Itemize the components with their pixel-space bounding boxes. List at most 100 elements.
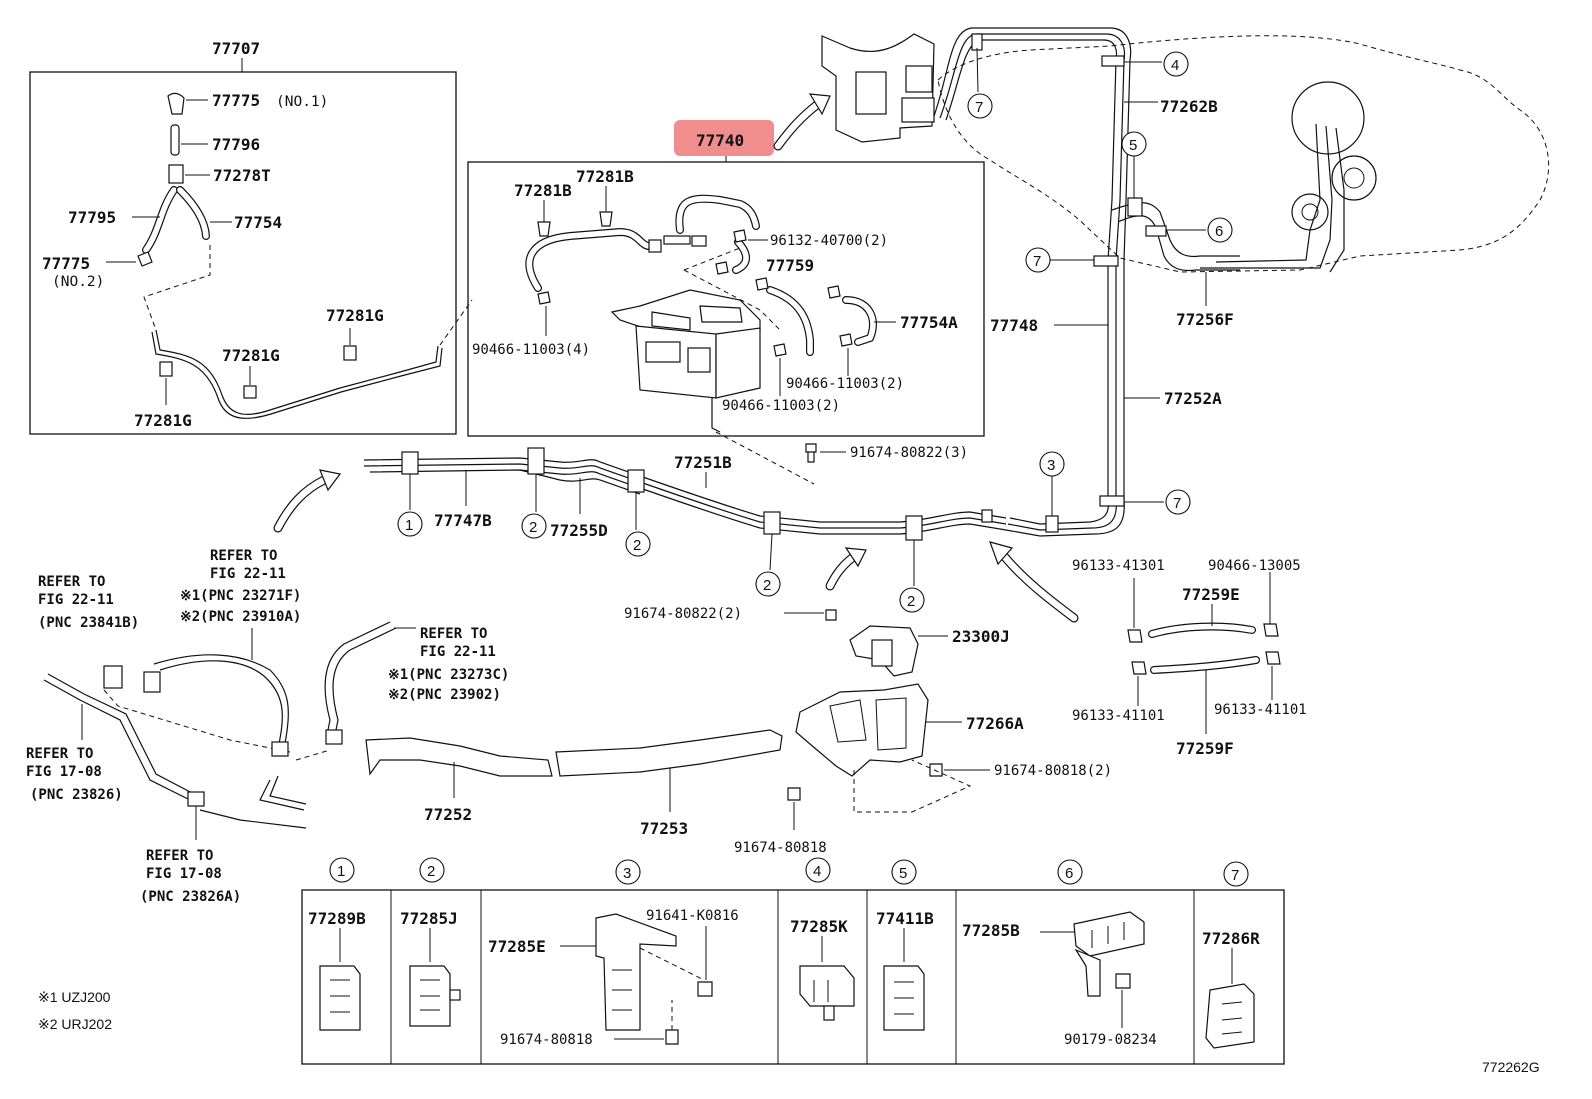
callout-2-a[interactable]: 2 — [529, 519, 537, 536]
legend-part-77289B[interactable]: 77289B — [308, 909, 366, 928]
bracket-77266A[interactable]: 77266A — [795, 683, 1024, 777]
callout-7-b[interactable]: 7 — [1033, 253, 1041, 270]
connector-ll-c — [271, 741, 289, 757]
label-77278T[interactable]: 77278T — [213, 166, 271, 185]
legend-part-77286R[interactable]: 77286R — [1202, 929, 1260, 948]
protector-77253[interactable]: 77253 — [555, 729, 783, 838]
label-77759[interactable]: 77759 — [766, 256, 814, 275]
label-77775-no2[interactable]: 77775 — [42, 254, 90, 273]
label-77253[interactable]: 77253 — [640, 819, 688, 838]
label-91674-80818[interactable]: 91674-80818 — [734, 840, 827, 856]
label-96133-41101-a[interactable]: 96133-41101 — [1072, 708, 1165, 724]
legend-extra-91674-80818[interactable]: 91674-80818 — [500, 1032, 593, 1048]
bolt-91674-80822-2[interactable] — [825, 609, 837, 621]
clip-96133-41101-b[interactable] — [1265, 651, 1281, 665]
label-77251B[interactable]: 77251B — [674, 453, 732, 472]
clip-96133-41301[interactable] — [1127, 629, 1143, 643]
callout-3[interactable]: 3 — [1047, 457, 1055, 474]
clamp-77281G-c[interactable] — [159, 361, 173, 377]
label-77252[interactable]: 77252 — [424, 805, 472, 824]
label-77707[interactable]: 77707 — [212, 39, 260, 58]
callout-4[interactable]: 4 — [1171, 57, 1179, 74]
clip-96133-41101-a[interactable] — [1131, 661, 1147, 675]
label-90466-11003-2a[interactable]: 90466-11003(2) — [786, 376, 904, 392]
clamp-77281G-a[interactable] — [343, 345, 357, 361]
label-77266A[interactable]: 77266A — [966, 714, 1024, 733]
vsv-23300J[interactable]: 23300J — [849, 625, 1010, 677]
assembly-box-77740: 77740 77281B 77281B — [467, 120, 985, 437]
label-77748[interactable]: 77748 — [990, 316, 1038, 335]
label-91674-80818-2[interactable]: 91674-80818(2) — [994, 763, 1112, 779]
label-77256F[interactable]: 77256F — [1176, 310, 1234, 329]
protector-77252[interactable]: 77252 — [365, 737, 553, 824]
label-77281B-a[interactable]: 77281B — [514, 181, 572, 200]
label-23300J[interactable]: 23300J — [952, 627, 1010, 646]
legend-part-77285E[interactable]: 77285E — [488, 937, 546, 956]
clip-c — [715, 261, 729, 275]
label-77281G-b[interactable]: 77281G — [222, 346, 280, 365]
legend-part-77285J[interactable]: 77285J — [400, 909, 458, 928]
bolt-91641-K0816 — [697, 981, 713, 997]
clamp-77281B-b[interactable] — [599, 211, 613, 227]
clip-90466-4[interactable] — [537, 291, 551, 305]
callout-1[interactable]: 1 — [405, 517, 413, 534]
callout-7-c[interactable]: 7 — [1173, 495, 1181, 512]
bolt-91674-80818-2[interactable] — [929, 763, 943, 777]
clip-96132[interactable] — [733, 229, 747, 243]
legend-extra-91641-K0816[interactable]: 91641-K0816 — [646, 908, 739, 924]
charcoal-canister[interactable] — [610, 289, 761, 433]
label-77775-no1[interactable]: 77775 — [212, 91, 260, 110]
bolt-91674-80822-3[interactable] — [805, 443, 817, 463]
legend-part-77285B[interactable]: 77285B — [962, 921, 1020, 940]
clip-90466-13005[interactable] — [1263, 623, 1279, 637]
callout-2-d[interactable]: 2 — [907, 593, 915, 610]
callout-7-a[interactable]: 7 — [975, 99, 983, 116]
label-77747B[interactable]: 77747B — [434, 511, 492, 530]
label-77262B[interactable]: 77262B — [1160, 97, 1218, 116]
label-91674-80822-3[interactable]: 91674-80822(3) — [850, 445, 968, 461]
label-90466-11003-4[interactable]: 90466-11003(4) — [472, 342, 590, 358]
label-77795[interactable]: 77795 — [68, 208, 116, 227]
ref4-line2[interactable]: FIG 17-08 — [26, 764, 102, 780]
label-77252A[interactable]: 77252A — [1164, 389, 1222, 408]
ref2-line4: ※2(PNC 23910A) — [180, 609, 301, 625]
label-77281B-b[interactable]: 77281B — [576, 167, 634, 186]
hose-77796[interactable] — [170, 124, 180, 156]
label-77259F[interactable]: 77259F — [1176, 739, 1234, 758]
callout-6[interactable]: 6 — [1215, 223, 1223, 240]
label-96132-40700[interactable]: 96132-40700(2) — [770, 233, 888, 249]
label-77259E[interactable]: 77259E — [1182, 585, 1240, 604]
legend-extra-90179-08234[interactable]: 90179-08234 — [1064, 1032, 1157, 1048]
label-91674-80822-2[interactable]: 91674-80822(2) — [624, 606, 742, 622]
ref1-line2[interactable]: FIG 22-11 — [38, 592, 114, 608]
connector-77278T[interactable] — [168, 164, 184, 184]
clamp-77281G-b[interactable] — [243, 385, 257, 399]
legend-part-77285K[interactable]: 77285K — [790, 917, 848, 936]
clamp-77281B-a[interactable] — [537, 221, 551, 237]
label-77754[interactable]: 77754 — [234, 213, 282, 232]
label-77281G-a[interactable]: 77281G — [326, 306, 384, 325]
legend-part-77411B[interactable]: 77411B — [876, 909, 934, 928]
label-77281G-c[interactable]: 77281G — [134, 411, 192, 430]
label-96133-41101-b[interactable]: 96133-41101 — [1214, 702, 1307, 718]
label-77754A[interactable]: 77754A — [900, 313, 958, 332]
label-96133-41301[interactable]: 96133-41301 — [1072, 558, 1165, 574]
bolt-91674-80818[interactable] — [787, 787, 801, 801]
fitting-a — [648, 239, 662, 253]
callout-5[interactable]: 5 — [1129, 137, 1137, 154]
label-90466-13005[interactable]: 90466-13005 — [1208, 558, 1301, 574]
fitting-77775-no1[interactable] — [167, 92, 185, 115]
hoses-77259: 96133-41301 90466-13005 77259E 96133-411… — [1072, 558, 1307, 758]
label-77740[interactable]: 77740 — [696, 131, 744, 150]
label-77796[interactable]: 77796 — [212, 135, 260, 154]
fuel-tank-outline — [937, 35, 1550, 273]
label-90466-11003-2b[interactable]: 90466-11003(2) — [722, 398, 840, 414]
ref5-line2[interactable]: FIG 17-08 — [146, 866, 222, 882]
fitting-77775-no2[interactable] — [137, 251, 153, 267]
label-77775-no2-note: (NO.2) — [52, 274, 104, 290]
ref2-line2[interactable]: FIG 22-11 — [210, 566, 286, 582]
ref3-line2[interactable]: FIG 22-11 — [420, 644, 496, 660]
callout-2-c[interactable]: 2 — [763, 577, 771, 594]
label-77255D[interactable]: 77255D — [550, 521, 608, 540]
callout-2-b[interactable]: 2 — [633, 537, 641, 554]
